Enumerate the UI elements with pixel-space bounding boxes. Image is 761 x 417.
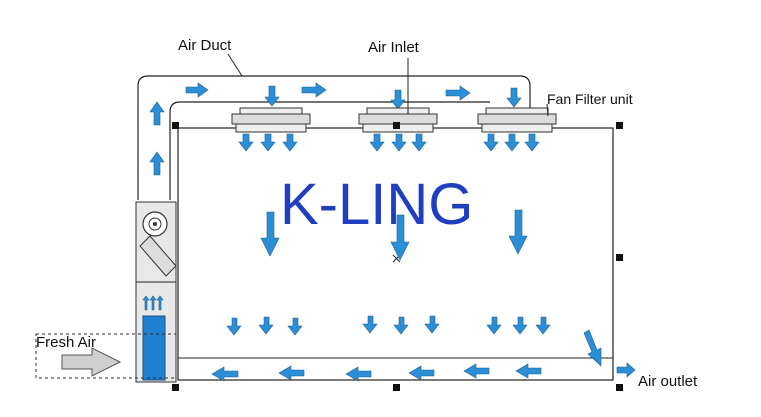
down-arrow: [535, 316, 551, 335]
outlet-arrow: [616, 362, 636, 378]
air-duct: [137, 75, 531, 200]
handle: [616, 122, 623, 129]
duct-arrow: [506, 87, 522, 108]
fan-filter-unit: [231, 107, 311, 133]
large-down-arrow: [508, 209, 528, 255]
left-arrow: [408, 365, 435, 381]
duct-arrow: [390, 89, 406, 110]
air-handling-unit: [135, 201, 177, 383]
handle: [393, 384, 400, 391]
down-arrow: [391, 133, 407, 152]
fan-filter-unit-label: Fan Filter unit: [547, 91, 633, 107]
return-air-arrows: [211, 363, 542, 382]
handle: [616, 254, 623, 261]
left-arrow: [345, 366, 372, 382]
fan-filter-unit: [477, 107, 557, 133]
diagonal-outlet-arrow: [583, 329, 602, 367]
down-arrow: [282, 133, 298, 152]
down-arrow: [393, 316, 409, 335]
handle: [172, 122, 179, 129]
duct-arrow: [445, 85, 471, 101]
fan-filter-unit: [358, 107, 438, 133]
down-arrow: [226, 317, 242, 336]
triple-up-arrow-icon: [142, 295, 164, 311]
large-down-arrow: [390, 214, 410, 261]
ffu-leader: [546, 103, 549, 117]
down-arrow: [512, 316, 528, 335]
air-inlet-label: Air Inlet: [368, 39, 420, 56]
down-arrow: [483, 133, 499, 152]
room-lower-arrows: [226, 315, 551, 336]
selection-handles: [168, 122, 623, 391]
handle: [616, 384, 623, 391]
brand-logo: K-LING: [280, 172, 473, 237]
fresh-air-label: Fresh Air: [36, 334, 96, 351]
large-down-arrow: [260, 211, 280, 257]
duct-arrows: [149, 82, 522, 176]
down-arrow: [260, 133, 276, 152]
down-arrow: [369, 133, 385, 152]
duct-arrow: [264, 85, 280, 107]
room-airflow-arrows: [260, 209, 528, 261]
right-arrow-icon: [61, 347, 122, 377]
down-arrow: [362, 315, 378, 334]
down-arrow: [287, 317, 303, 336]
air-duct-label: Air Duct: [178, 37, 232, 54]
left-arrow: [211, 366, 239, 382]
blower-filter: [142, 315, 166, 381]
down-arrow: [486, 316, 502, 335]
down-arrow: [424, 315, 440, 334]
air-outlet-label: Air outlet: [638, 373, 698, 390]
down-arrow: [411, 133, 427, 152]
duct-arrow: [149, 101, 165, 126]
left-arrow: [515, 363, 542, 379]
down-arrow: [238, 133, 254, 152]
clean-room: [177, 127, 614, 381]
handle: [172, 384, 179, 391]
fan-outlet-duct: [139, 235, 177, 277]
air-duct-leader: [227, 53, 243, 77]
ffu-output-arrows: [238, 133, 540, 152]
duct-arrow: [149, 151, 165, 176]
fan-icon: [142, 211, 168, 237]
fresh-air-box: [35, 333, 177, 379]
down-arrow: [504, 133, 520, 152]
duct-arrow: [301, 82, 327, 98]
left-arrow: [278, 365, 305, 381]
down-arrow: [524, 133, 540, 152]
duct-arrow: [185, 82, 209, 98]
down-arrow: [258, 316, 274, 335]
left-arrow: [463, 363, 490, 379]
